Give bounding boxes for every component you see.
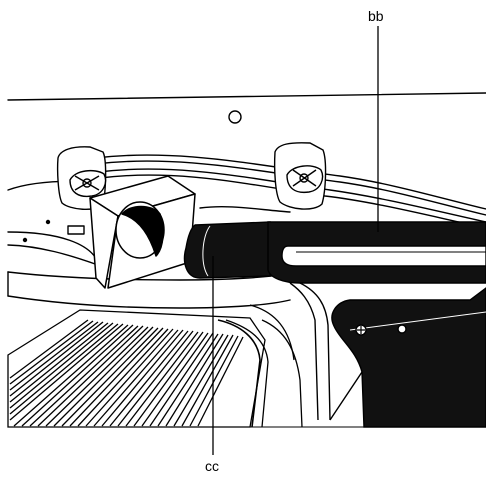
slotted-rail — [267, 221, 486, 421]
housing-top-edge — [7, 92, 486, 101]
right-cable-clamp — [273, 142, 327, 210]
left-cable-clamp — [56, 146, 107, 210]
callout-label-bb: bb — [368, 8, 384, 24]
lower-bracket — [329, 287, 486, 428]
square-block-with-hole — [89, 175, 196, 289]
black-rod — [183, 221, 271, 279]
callout-leaders — [212, 26, 379, 455]
callout-label-cc: cc — [205, 458, 219, 474]
side-tube — [249, 304, 303, 428]
housing-hole — [228, 110, 242, 124]
pleated-fins — [7, 309, 269, 428]
